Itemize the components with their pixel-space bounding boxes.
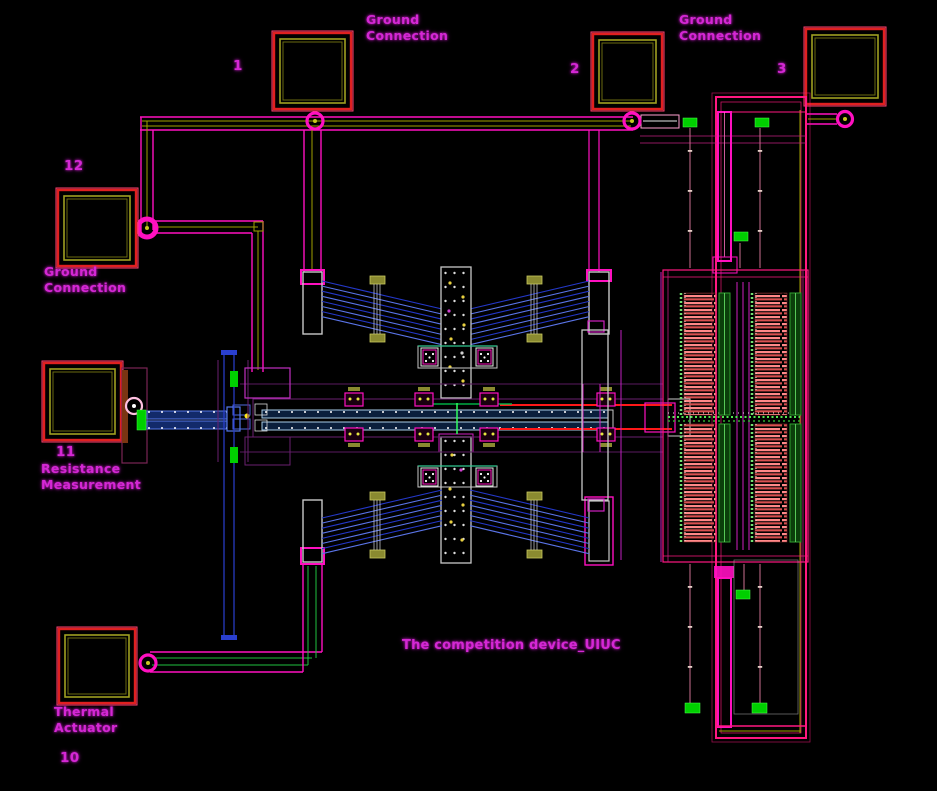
label-pad-number-2: 2 [570,61,580,77]
label-line: Ground [44,264,98,279]
ground-bus-wiring[interactable] [135,109,855,673]
label-line: Thermal [54,704,114,719]
label-line: Connection [366,28,449,43]
bond-pads[interactable] [41,26,887,706]
bond-pad-3[interactable] [803,26,887,107]
label-ground-connection-left: Ground Connection [44,264,126,296]
comb-drive-assembly[interactable] [640,92,811,743]
label-pad-number-1: 1 [233,58,243,74]
central-shuttle[interactable] [417,266,498,564]
label-pad-number-3: 3 [777,61,787,77]
label-ground-connection-top-center: Ground Connection [366,12,448,44]
bond-pad-11[interactable] [41,360,124,443]
tether-top-left [369,275,386,343]
label-pad-number-11: 11 [56,444,76,460]
bond-pad-1[interactable] [271,30,354,112]
device-title: The competition device_UIUC [402,638,621,653]
crossbar-bottom [417,465,498,488]
label-line: Ground [679,12,733,27]
label-line: Connection [44,280,127,295]
bond-pad-12[interactable] [55,187,139,269]
tether-bottom-right [526,491,543,559]
label-line: Resistance [41,461,121,476]
label-pad-number-10: 10 [60,750,80,766]
chevron-actuator-bottom[interactable] [300,489,614,566]
bond-pad-2[interactable] [590,31,665,112]
tether-top-right [526,275,543,343]
label-line: Ground [366,12,420,27]
bond-pad-10[interactable] [56,626,138,706]
crossbar-top [417,345,498,369]
tether-bottom-left [369,491,386,559]
backbone-anchor[interactable] [581,320,609,512]
label-line: Connection [679,28,762,43]
label-thermal-actuator: Thermal Actuator [54,704,118,736]
label-pad-number-12: 12 [64,158,84,174]
label-line: Actuator [54,720,118,735]
chevron-actuator-top[interactable] [300,269,612,346]
label-line: Measurement [41,477,142,492]
label-resistance-measurement: Resistance Measurement [41,461,141,493]
resistance-test-structure[interactable] [121,350,291,640]
main-shuttle-beam[interactable] [232,272,691,562]
label-ground-connection-top-right: Ground Connection [679,12,761,44]
